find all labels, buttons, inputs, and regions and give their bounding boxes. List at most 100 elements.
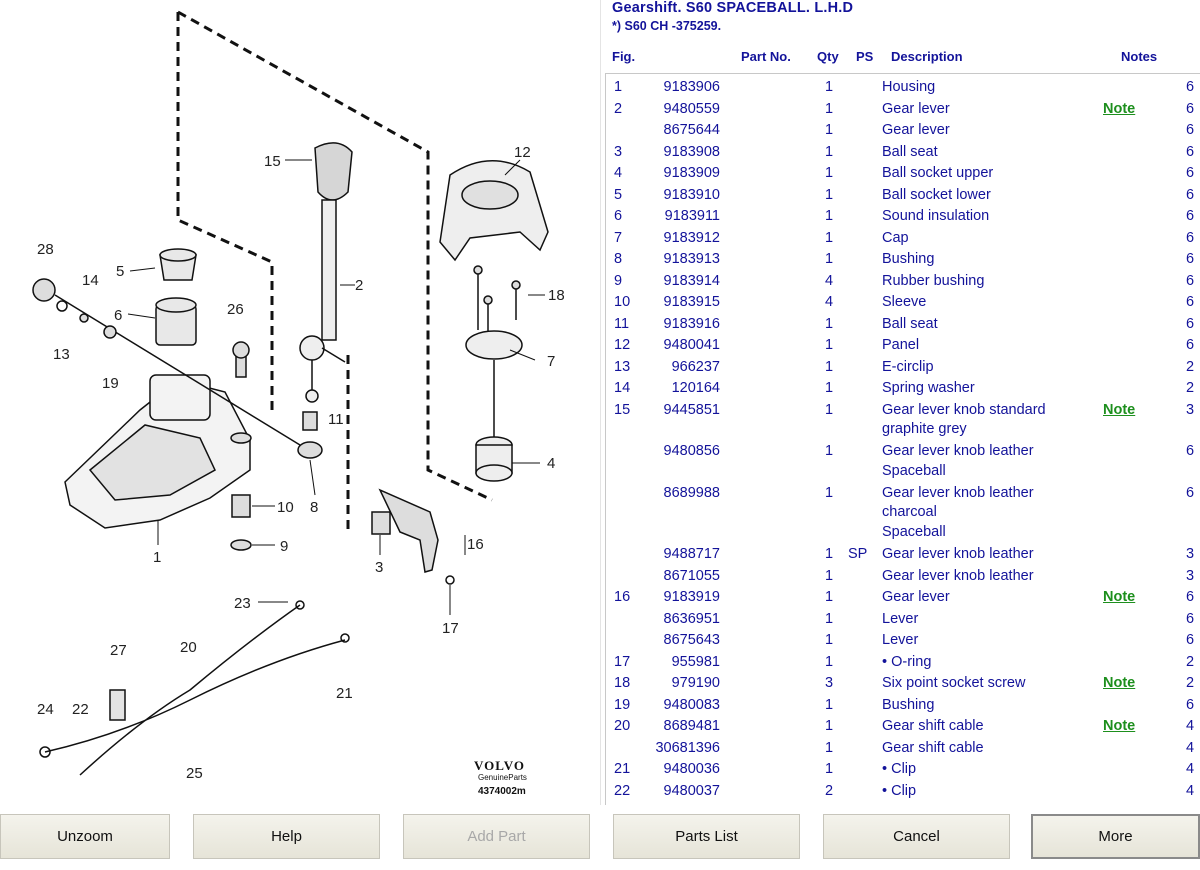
cell-extra: 4 — [1186, 761, 1195, 777]
cell-part-no: 9183908 — [663, 143, 720, 160]
cancel-button[interactable]: Cancel — [823, 814, 1010, 859]
note-link[interactable]: Note — [1103, 100, 1136, 117]
note-link[interactable]: Note — [1103, 718, 1136, 734]
cell-description: Gear lever — [882, 100, 950, 117]
diagram-id: 4374002m — [478, 786, 526, 797]
cell-qty: 1 — [825, 761, 834, 777]
cell-extra: 3 — [1186, 401, 1195, 418]
cell-extra: 4 — [1186, 739, 1195, 756]
cell-part-no: 8636951 — [663, 610, 720, 627]
unzoom-button[interactable]: Unzoom — [0, 814, 170, 859]
exploded-parts-diagram[interactable]: 1 2 3 4 5 6 7 8 9 10 11 12 13 14 15 16 1… — [0, 0, 600, 805]
cell-fig: 4 — [614, 165, 623, 181]
cell-part-no: 9480856 — [663, 443, 720, 459]
cell-part-no: 9183911 — [664, 208, 720, 224]
cell-extra: 6 — [1186, 143, 1195, 160]
cell-description: Gear lever knob leather — [882, 567, 1034, 584]
cell-part-no: 979190 — [671, 675, 720, 691]
cell-part-no: 9183910 — [663, 186, 720, 203]
note-link[interactable]: Note — [1103, 589, 1136, 605]
cell-extra: 3 — [1186, 546, 1195, 562]
cell-fig: 15 — [614, 401, 631, 418]
cell-description: Gear lever knob leather charcoal Spaceba… — [882, 484, 1034, 540]
callout-11: 11 — [328, 411, 344, 428]
cell-description: Ball socket lower — [882, 186, 991, 203]
cell-description: Gear lever knob leather Spaceball — [882, 443, 1034, 479]
cell-extra: 6 — [1186, 696, 1195, 713]
diagram-drawing: 1 2 3 4 5 6 7 8 9 10 11 12 13 14 15 16 1… — [32, 10, 565, 797]
cell-part-no: 8675644 — [663, 122, 720, 138]
note-link[interactable]: Note — [1103, 401, 1136, 418]
cell-description: Gear shift cable — [882, 718, 984, 734]
cell-fig: 2 — [614, 100, 623, 117]
callout-1: 1 — [153, 549, 161, 566]
cell-qty: 1 — [825, 358, 834, 375]
cell-extra: 6 — [1186, 229, 1195, 246]
cell-description: Sound insulation — [882, 208, 990, 224]
callout-28: 28 — [37, 241, 54, 258]
cell-description: Gear lever knob leather — [882, 546, 1034, 562]
cell-description: Bushing — [882, 251, 935, 267]
parts-list-button[interactable]: Parts List — [613, 814, 800, 859]
callout-8: 8 — [310, 499, 318, 516]
cell-part-no: 9183919 — [663, 589, 720, 605]
cell-fig: 18 — [614, 675, 631, 691]
cell-qty: 1 — [825, 546, 834, 562]
cell-part-no: 30681396 — [655, 739, 720, 756]
cell-extra: 2 — [1186, 380, 1195, 396]
note-link[interactable]: Note — [1103, 675, 1136, 691]
cell-qty: 1 — [825, 122, 834, 138]
cell-extra: 6 — [1186, 610, 1195, 627]
more-button[interactable]: More — [1031, 814, 1200, 859]
button-bar: Unzoom Help Add Part Parts List Cancel M… — [0, 805, 1200, 870]
parts-list-panel: Gearshift. S60 SPACEBALL. L.H.D *) S60 C… — [600, 0, 1200, 805]
cell-qty: 1 — [825, 186, 834, 203]
cell-extra: 6 — [1186, 79, 1195, 95]
cell-part-no: 9480041 — [663, 337, 720, 353]
cell-qty: 1 — [825, 696, 834, 713]
help-button[interactable]: Help — [193, 814, 380, 859]
cell-description: Lever — [882, 610, 919, 627]
add-part-button: Add Part — [403, 814, 590, 859]
cell-part-no: 8689481 — [663, 718, 720, 734]
callout-13: 13 — [53, 346, 70, 363]
cell-fig: 9 — [614, 272, 623, 289]
cell-qty: 1 — [825, 229, 834, 246]
cell-description: Gear lever — [882, 122, 950, 138]
col-header-description: Description — [891, 49, 963, 64]
callout-17: 17 — [442, 620, 459, 637]
cell-qty: 4 — [825, 272, 834, 289]
cell-description: Gear lever — [882, 589, 950, 605]
